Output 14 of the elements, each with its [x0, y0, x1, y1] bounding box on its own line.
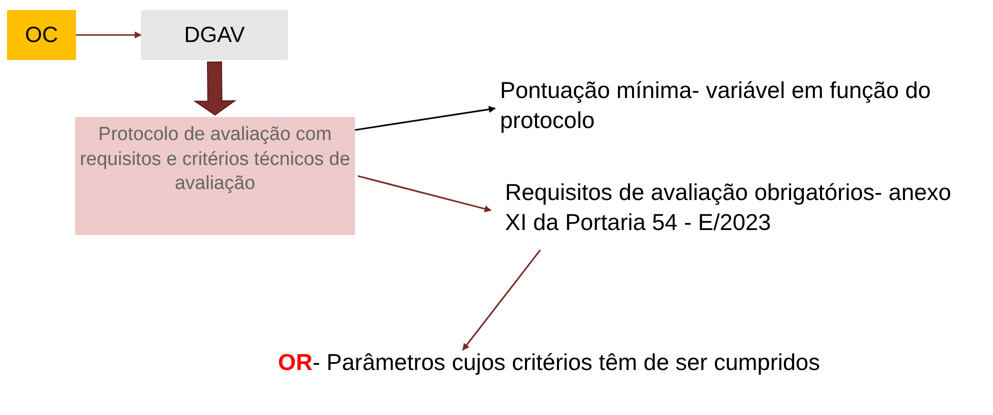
box-label: DGAV: [183, 20, 246, 49]
box-label: OC: [24, 20, 59, 49]
arrow: [76, 32, 142, 38]
arrow: [462, 250, 541, 351]
note-text: Pontuação mínima- variável em função do protocolo: [500, 76, 932, 135]
process-box: [7, 10, 76, 60]
note-text: Requisitos de avaliação obrigatórios- anexo XI da Portaria 54 - E/2023: [505, 178, 952, 237]
arrow: [354, 106, 496, 131]
arrow: [358, 175, 492, 212]
note-text: OR- Parâmetros cujos critérios têm de ser cumpridos: [278, 348, 821, 377]
process-box: [141, 10, 288, 60]
box-label: Protocolo de avaliação com requisitos e critérios técnicos de avaliação: [79, 123, 351, 196]
process-box: [75, 117, 355, 235]
block-arrow: [193, 61, 236, 116]
